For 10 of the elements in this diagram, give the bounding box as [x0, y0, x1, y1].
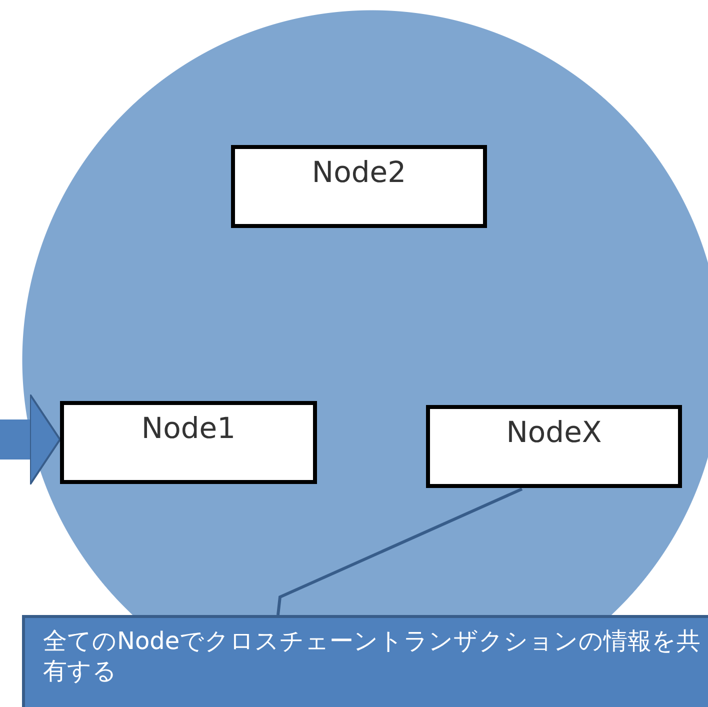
- node-box: [231, 145, 487, 228]
- node-box: [60, 401, 317, 484]
- node-box: [426, 405, 682, 488]
- node-label: Node2: [312, 155, 406, 189]
- callout-box: [22, 615, 708, 707]
- block-arrow: [0, 394, 61, 486]
- leader-line: [276, 488, 523, 616]
- callout-text: 全てのNodeでクロスチェーントランザクションの情報を共有する: [43, 627, 701, 685]
- node-label: NodeX: [506, 415, 602, 449]
- node-label: Node1: [141, 411, 236, 445]
